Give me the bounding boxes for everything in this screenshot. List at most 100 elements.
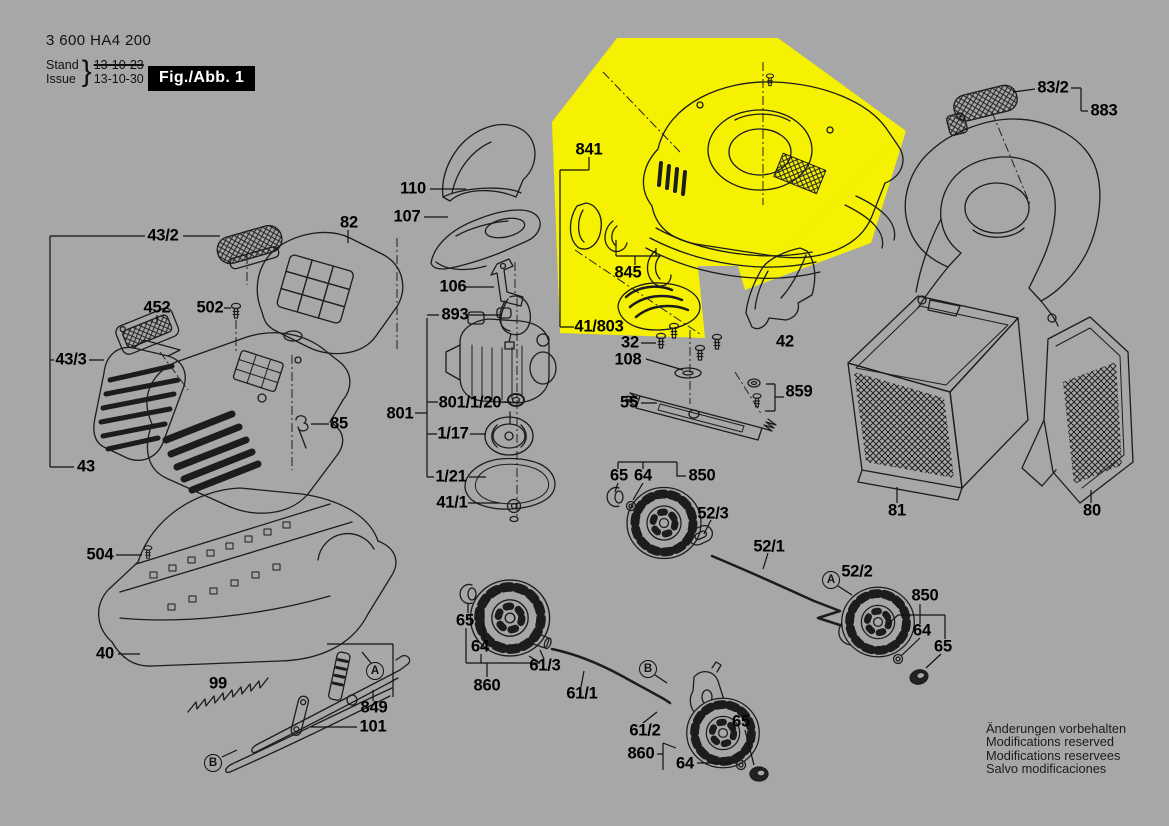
part-sketch-blade-55 [625,392,777,441]
highlight-region [552,38,906,338]
callout-893: 893 [441,305,469,324]
callout-40: 40 [96,644,114,663]
callout-860: 860 [627,744,655,763]
legal-line-es: Salvo modificaciones [986,761,1107,777]
part-sketch-housing-82 [256,231,404,355]
figure-label: Fig./Abb. 1 [148,66,256,91]
part-sketch-bolt-61-3 [530,632,552,650]
callout-860: 860 [473,676,501,695]
callout-65: 65 [732,712,750,731]
circled-letter-B: B [639,660,657,678]
circled-letter-A: A [366,662,384,680]
legal-note: Änderungen vorbehalten Modifications res… [986,722,1126,776]
issue-date: 13-10-30 [93,72,144,86]
leader-lines [49,87,1092,770]
callout-65: 65 [934,637,952,656]
callout-64: 64 [471,637,489,656]
part-sketch-ramp-41-803 [617,282,701,331]
callout-64: 64 [676,754,694,773]
part-sketch-axle-52-1 [710,554,860,634]
part-sketch-lever-assembly-849 [225,651,411,774]
callout-81: 81 [888,501,906,520]
callout-106: 106 [439,277,467,296]
callout-850: 850 [688,466,716,485]
callout-850: 850 [911,586,939,605]
callout-849: 849 [360,698,388,717]
callout-61-3: 61/3 [529,656,561,675]
callout-52-3: 52/3 [697,504,729,523]
title-block: 3 600 HA4 200 Stand Issue } 13-10-23 13-… [46,32,152,88]
part-sketch-spring-99 [187,677,269,713]
part-sketch-washer-859 [747,378,761,388]
callout-841: 841 [575,140,603,159]
part-sketch-cap-65-bottomleft [459,583,477,605]
callout-43: 43 [77,457,95,476]
callout-65: 65 [456,611,474,630]
callout-32: 32 [621,333,639,352]
stand-label: Stand [46,58,79,72]
callout-82: 82 [340,213,358,232]
part-sketch-wheel-850-right [842,587,915,657]
revision-block: Stand Issue } 13-10-23 13-10-30 [46,55,151,88]
callout-55: 55 [620,393,638,412]
part-sketch-motor-801 [445,307,557,404]
part-sketch-screw-502 [230,302,242,319]
part-sketch-wheel-860-bottom [687,698,760,768]
part-sketch-grille-43-3 [93,339,186,461]
callout-502: 502 [196,298,224,317]
part-sketch-handle-housing-43 [146,332,351,514]
part-sketch-cap-65-right [907,667,931,687]
callout-42: 42 [776,332,794,351]
part-sketch-screw-504 [143,545,153,559]
part-sketch-grip-43-2 [216,224,283,270]
part-sketch-screw-859 [752,393,762,408]
part-sketch-logo-plate-452 [115,307,180,355]
callout-64: 64 [913,621,931,640]
part-sketch-bushing-52-3 [688,524,714,546]
circled-letter-A: A [822,571,840,589]
issue-label: Issue [46,72,76,86]
part-sketch-spring-85 [295,415,309,449]
part-sketch-clips-845 [604,220,672,287]
part-sketch-handle-883 [904,118,1101,327]
callout-883: 883 [1090,101,1118,120]
callout-52-1: 52/1 [753,537,785,556]
callout-52-2: 52/2 [841,562,873,581]
circled-letter-B: B [204,754,222,772]
model-number: 3 600 HA4 200 [46,32,152,49]
part-sketch-axle-61-1 [550,647,672,705]
callout-43-2: 43/2 [147,226,179,245]
callout-801: 801 [386,404,414,423]
callout-65: 65 [610,466,628,485]
callout-41-803: 41/803 [574,317,624,336]
part-sketch-bearing-41-1 [506,498,522,523]
part-sketch-flap-42 [745,247,816,330]
callout-99: 99 [209,674,227,693]
part-sketch-deck-841 [642,81,904,279]
callout-83-2: 83/2 [1037,78,1069,97]
part-sketch-screw-32c [694,344,706,361]
part-sketch-cap-65-bottom [749,766,769,782]
part-sketch-grassbox-81 [847,295,1029,501]
part-sketch-bearing-801-1-20 [507,393,525,407]
part-sketch-duct-107 [430,209,541,271]
callout-107: 107 [393,207,421,226]
part-sketch-screw-32d [711,333,723,350]
callout-61-1: 61/1 [566,684,598,703]
revision-brace: } [81,55,92,88]
callout-108: 108 [614,350,642,369]
legal-line-en: Modifications reserved [986,734,1115,750]
stand-date: 13-10-23 [93,58,144,72]
callout-110: 110 [399,179,427,198]
part-sketch-skirt-841 [569,202,602,250]
callout-61-2: 61/2 [629,721,661,740]
callout-801-1-20: 801/1/20 [438,393,502,412]
callout-64: 64 [634,466,652,485]
callout-80: 80 [1083,501,1101,520]
part-sketch-fan-1-17 [484,411,534,456]
callout-43-3: 43/3 [55,350,87,369]
part-sketch-grassbox-80 [1021,316,1134,504]
part-sketch-hood-110 [442,123,536,202]
callout-859: 859 [785,382,813,401]
